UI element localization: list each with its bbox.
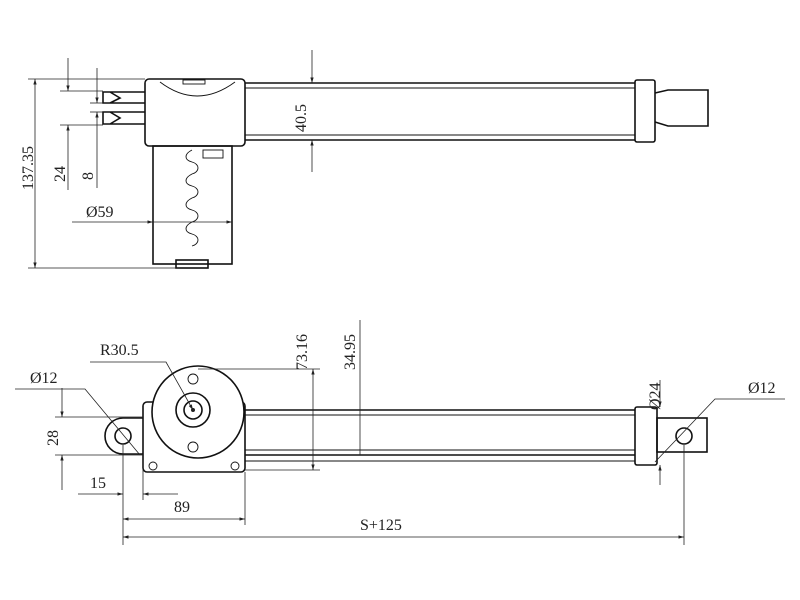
dim-housing-length: 89 xyxy=(174,499,190,516)
motor-wire xyxy=(185,149,199,247)
dim-rod-diameter: Ø24 xyxy=(647,382,664,410)
front-hole xyxy=(675,427,693,445)
side-tube xyxy=(245,409,635,462)
rod-end xyxy=(654,89,709,127)
dim-housing-height: 73.16 xyxy=(294,334,311,370)
dim-rear-eye-height: 28 xyxy=(45,430,62,446)
dim-connector-24: 24 xyxy=(52,166,69,182)
side-view: R30.5 Ø12 28 15 89 S+125 73.16 34.95 Ø24… xyxy=(15,320,785,545)
dim-rear-hole: Ø12 xyxy=(30,370,58,387)
motor-circle xyxy=(151,365,245,459)
dim-front-hole: Ø12 xyxy=(748,380,776,397)
connectors xyxy=(102,91,145,125)
side-rod-end xyxy=(656,417,708,453)
dim-connector-8: 8 xyxy=(80,172,97,180)
top-view: 137.35 24 8 Ø59 40.5 xyxy=(20,50,709,269)
dim-tube-height: 40.5 xyxy=(293,104,310,132)
side-end-cap xyxy=(634,406,658,466)
rear-hole xyxy=(114,427,132,445)
dim-motor-diameter: Ø59 xyxy=(86,204,114,221)
gear-housing xyxy=(144,78,246,147)
rear-eye xyxy=(104,417,143,455)
dim-total-length: S+125 xyxy=(360,517,402,534)
end-cap xyxy=(634,79,656,143)
dim-tube-offset: 34.95 xyxy=(342,334,359,370)
dim-overall-height: 137.35 xyxy=(20,146,37,190)
dim-rear-offset: 15 xyxy=(90,475,106,492)
dim-motor-radius: R30.5 xyxy=(100,342,139,359)
motor-body xyxy=(152,145,233,265)
tube xyxy=(245,82,635,141)
